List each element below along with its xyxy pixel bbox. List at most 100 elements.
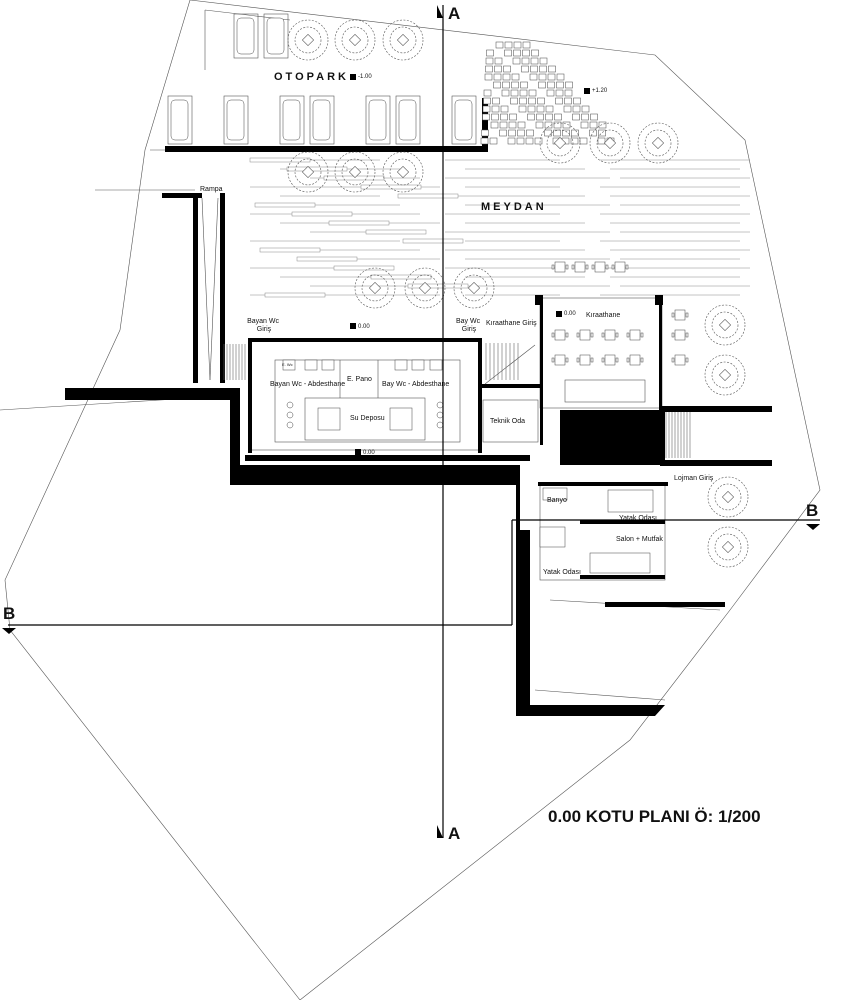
chair (571, 264, 575, 270)
tree-trunk (301, 165, 315, 179)
chair (591, 264, 595, 270)
paving-tile (500, 113, 508, 121)
paving-tile (481, 129, 489, 137)
paving-tile (493, 81, 501, 89)
paving-tile (536, 113, 544, 121)
tree-canopy (382, 151, 424, 193)
kiraathane-steps (485, 343, 519, 380)
paving-tile (509, 113, 517, 121)
level-upper-plaza: +1.20 (592, 88, 608, 94)
cafe-table (574, 261, 586, 273)
paving-tile (556, 81, 564, 89)
paving-tile (521, 57, 530, 65)
paving-tile (555, 89, 564, 97)
teknik-oda-label: Teknik Oda (490, 418, 525, 425)
paving-tile (519, 97, 527, 105)
paving-tile (581, 105, 590, 113)
cafe-tables (551, 261, 689, 366)
step-tread (402, 238, 464, 244)
paving-tile (573, 97, 581, 105)
step-tread (249, 157, 311, 163)
paving-tile (579, 137, 588, 145)
cafe-table (594, 261, 606, 273)
tree-trunk (418, 281, 432, 295)
paving-tile (501, 89, 510, 97)
parking-wall (165, 146, 485, 152)
tree-canopy (539, 122, 581, 164)
paving-tile (554, 113, 562, 121)
tree-trunk (396, 33, 410, 47)
paving-tile (581, 113, 589, 121)
paving-tile (493, 73, 502, 81)
step-tread (254, 202, 316, 208)
tree-trunk (721, 490, 735, 504)
kiraathane-giris-label: Kıraathane Giriş (486, 320, 537, 327)
tree-canopy (382, 19, 424, 61)
paving-tile (571, 129, 579, 137)
paving-tile (544, 121, 553, 129)
car (282, 99, 301, 141)
tree-canopy-inner (389, 26, 417, 54)
bay-wc-giris-label: Bay Wc Giriş (456, 318, 482, 333)
paving-tile (534, 137, 543, 145)
paving-tile (555, 97, 563, 105)
paving-tile (504, 49, 512, 57)
tree-canopy (287, 19, 329, 61)
paving-tile (547, 73, 556, 81)
rampa-label: Rampa (200, 186, 223, 193)
paving-tile (503, 65, 511, 73)
paving-tile (529, 73, 538, 81)
paving-tile (508, 121, 517, 129)
step-tread (264, 292, 326, 298)
site-boundary (4, 0, 821, 1000)
step-tread (333, 265, 395, 271)
meydan-steps (249, 157, 750, 298)
tree-trunk (467, 281, 481, 295)
paving-tile (539, 57, 548, 65)
main-walls (65, 388, 665, 716)
parking-stall (309, 95, 335, 145)
chair (685, 312, 689, 318)
tree-canopy-inner (711, 311, 739, 339)
tree-canopy-inner (294, 158, 322, 186)
paving-tile (526, 129, 534, 137)
tree-trunk (553, 136, 567, 150)
paving-tile (500, 105, 509, 113)
paving-tile (489, 137, 498, 145)
car (226, 99, 245, 141)
section-lines (2, 5, 820, 838)
paving-tile (513, 49, 521, 57)
paving-tile (539, 65, 547, 73)
parking-area (167, 13, 477, 145)
ramp (162, 193, 225, 383)
cafe-table (579, 329, 591, 341)
trees (287, 19, 749, 568)
car (398, 99, 417, 141)
paving-tile (535, 121, 544, 129)
paving-tile (547, 81, 555, 89)
tree-trunk (368, 281, 382, 295)
tree-canopy (334, 151, 376, 193)
chair (685, 357, 689, 363)
paving-tile (517, 129, 525, 137)
paving-tile (548, 65, 556, 73)
paving-tile (482, 105, 491, 113)
kiraathane-building (535, 295, 772, 466)
chair (590, 357, 594, 363)
paving-tile (598, 121, 607, 129)
tree-canopy (404, 267, 446, 309)
tree-canopy-inner (460, 274, 488, 302)
e-wc-label: E. Wc (282, 362, 293, 367)
tree-trunk (718, 368, 732, 382)
cafe-table (604, 354, 616, 366)
chair (605, 264, 609, 270)
paving-tile (480, 137, 489, 145)
paving-tile (522, 49, 530, 57)
cafe-table (674, 354, 686, 366)
car (170, 99, 189, 141)
cafe-table (604, 329, 616, 341)
su-deposu-label: Su Deposu (350, 415, 385, 422)
tree-canopy (637, 122, 679, 164)
tree-canopy-inner (411, 274, 439, 302)
